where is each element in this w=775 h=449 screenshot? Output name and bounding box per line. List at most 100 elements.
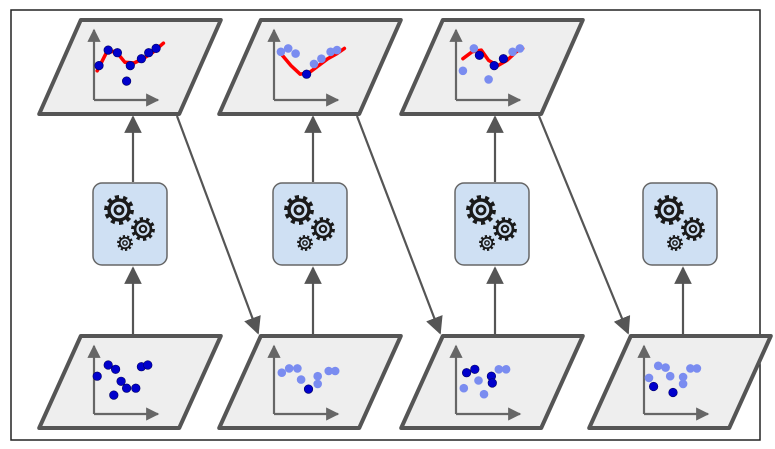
gear-icon — [284, 195, 314, 225]
data-point — [317, 54, 326, 63]
prediction-plot-3 — [399, 18, 585, 116]
gear-icon — [131, 217, 155, 241]
input-dataset-2 — [217, 334, 403, 430]
data-point — [136, 54, 146, 64]
input-dataset-3 — [399, 334, 585, 430]
data-point — [648, 381, 659, 392]
data-point — [665, 371, 675, 381]
axes-icon — [267, 28, 340, 107]
axes-icon — [637, 344, 710, 421]
predictor-box — [92, 182, 168, 266]
data-point — [653, 361, 663, 371]
prediction-plot-2 — [217, 18, 403, 116]
data-point — [313, 379, 323, 389]
data-point — [303, 384, 314, 394]
predictor-box — [454, 182, 530, 266]
data-point — [324, 366, 334, 376]
axes-icon — [267, 344, 340, 421]
data-point — [302, 69, 312, 79]
data-point — [686, 364, 695, 373]
data-point — [678, 379, 688, 389]
data-point — [143, 360, 153, 370]
predictor-3 — [454, 182, 530, 266]
data-point — [283, 44, 293, 53]
data-point — [474, 376, 483, 385]
gear-icon — [654, 195, 684, 225]
data-point — [313, 371, 323, 381]
data-point — [125, 60, 135, 71]
gear-icon — [297, 235, 313, 251]
arrow-to-next-stage — [175, 115, 261, 335]
gear-icon — [667, 235, 683, 251]
gear-icon — [311, 217, 335, 241]
predictor-4 — [642, 182, 718, 266]
data-point — [116, 376, 126, 386]
data-point — [487, 378, 497, 388]
predictor-2 — [272, 182, 348, 266]
data-point — [284, 364, 294, 373]
predictor-1 — [92, 182, 168, 266]
gear-icon — [466, 195, 496, 225]
gear-icon — [493, 217, 517, 241]
data-point — [121, 383, 132, 393]
panel-shape — [217, 18, 403, 116]
predictor-box — [642, 182, 718, 266]
data-point — [277, 368, 287, 378]
panel-shape — [37, 334, 223, 430]
input-dataset-4 — [587, 334, 773, 430]
data-point — [498, 54, 509, 64]
axes-icon — [87, 344, 160, 421]
data-point — [151, 43, 161, 54]
data-point — [144, 48, 154, 58]
data-point — [92, 371, 102, 381]
gear-icon — [104, 195, 134, 225]
data-point — [479, 389, 489, 399]
data-point — [459, 383, 469, 393]
data-point — [678, 372, 688, 382]
data-point — [644, 373, 654, 383]
data-point — [291, 49, 300, 58]
axes-icon — [87, 28, 160, 107]
data-point — [515, 44, 525, 53]
prediction-plot-1 — [37, 18, 223, 116]
data-point — [276, 47, 286, 57]
panels-layer — [37, 18, 773, 430]
data-point — [501, 365, 511, 374]
data-point — [332, 45, 342, 55]
data-point — [508, 47, 517, 57]
predictor-box — [272, 182, 348, 266]
data-point — [330, 366, 340, 376]
data-point — [489, 60, 499, 71]
gear-icon — [681, 217, 705, 241]
data-point — [494, 365, 504, 374]
predictors-layer — [92, 182, 718, 266]
axes-icon — [449, 344, 522, 421]
axes-icon — [449, 28, 522, 107]
panel-shape — [217, 334, 403, 430]
data-point — [293, 364, 302, 373]
data-point — [668, 387, 678, 398]
fit-curve — [279, 46, 347, 76]
data-point — [484, 75, 493, 84]
data-point — [103, 360, 113, 370]
data-point — [458, 66, 468, 76]
data-point — [474, 50, 485, 60]
data-point — [131, 383, 141, 393]
data-point — [469, 44, 479, 53]
data-point — [112, 48, 122, 58]
data-point — [110, 364, 121, 374]
arrow-to-next-stage — [537, 115, 631, 335]
arrows-layer — [124, 115, 692, 338]
data-point — [470, 364, 480, 374]
arrow-to-next-stage — [355, 115, 443, 335]
data-point — [109, 390, 119, 400]
data-point — [103, 45, 113, 55]
gear-icon — [479, 235, 495, 251]
data-point — [121, 76, 132, 86]
data-point — [94, 60, 104, 71]
input-dataset-1 — [37, 334, 223, 430]
data-point — [462, 368, 472, 378]
data-point — [309, 59, 319, 69]
data-point — [296, 375, 306, 384]
